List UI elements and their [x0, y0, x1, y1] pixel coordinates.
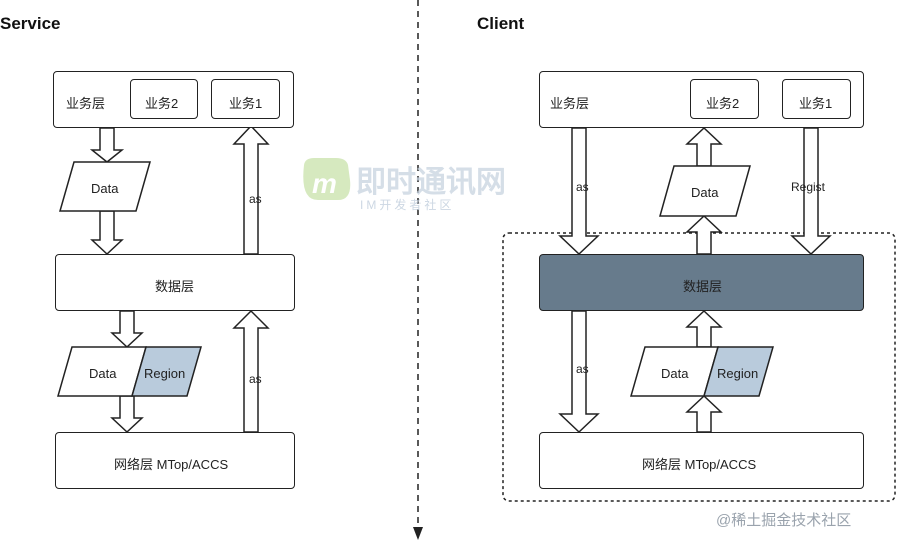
service-region-label: Region	[144, 366, 186, 381]
watermark-sub-text: IM开发者社区	[360, 198, 455, 212]
client-net-layer-label: 网络层 MTop/ACCS	[642, 457, 757, 472]
client-net-layer	[539, 432, 864, 489]
client-biz1-label: 业务1	[799, 96, 833, 111]
service-data-layer-label: 数据层	[155, 279, 195, 294]
client-arrow-datalayer-to-data	[685, 214, 723, 255]
watermark-logo-icon: m	[303, 158, 351, 200]
client-data-label: Data	[691, 185, 719, 200]
service-data2-label: Data	[89, 366, 117, 381]
service-data-layer	[55, 254, 295, 311]
service-arrow-data-to-datalayer	[90, 210, 124, 256]
client-biz2-box	[690, 79, 759, 119]
service-data-label: Data	[91, 181, 119, 196]
client-biz1-box	[782, 79, 851, 119]
client-data-layer	[539, 254, 864, 311]
client-arrow-region-to-datalayer	[685, 309, 723, 348]
service-net-layer-label: 网络层 MTop/ACCS	[114, 457, 229, 472]
client-arrow-label-regist: Regist	[791, 180, 826, 194]
service-biz2-label: 业务2	[145, 96, 179, 111]
service-biz1-label: 业务1	[229, 96, 263, 111]
client-arrow-net-to-region	[685, 394, 723, 433]
service-region-parallelogram	[131, 346, 202, 397]
footer-credit: @稀土掘金技术社区	[716, 512, 852, 529]
client-biz-layer-label: 业务层	[550, 96, 590, 111]
service-biz-layer-label: 业务层	[66, 96, 106, 111]
client-dotted-container	[502, 232, 896, 502]
client-region-label: Region	[717, 366, 759, 381]
client-region-parallelogram	[703, 346, 774, 397]
watermark-logo-text: 即时通讯网	[356, 166, 506, 199]
client-arrow-regist	[790, 127, 832, 256]
svg-text:m: m	[312, 168, 337, 199]
service-title: Service	[0, 14, 61, 33]
client-arrow-label-as1: as	[576, 180, 589, 194]
client-arrow-label-as2: as	[576, 362, 589, 376]
client-arrow-data-to-biz2	[685, 126, 723, 167]
service-arrow-region-to-net	[110, 395, 144, 434]
client-arrow-as-top	[558, 127, 600, 256]
service-biz1-box	[211, 79, 280, 119]
client-arrow-as-bottom	[558, 310, 600, 434]
client-data-parallelogram	[659, 165, 751, 217]
client-biz2-label: 业务2	[706, 96, 740, 111]
service-arrow-up-bottom	[232, 309, 270, 433]
service-arrow-label-bottom: as	[249, 372, 262, 386]
service-arrow-up-top	[232, 124, 270, 255]
service-arrow-label-top: as	[249, 192, 262, 206]
client-data2-label: Data	[661, 366, 689, 381]
service-net-layer	[55, 432, 295, 489]
service-data-parallelogram	[59, 161, 151, 212]
service-biz2-box	[130, 79, 198, 119]
divider-arrowhead	[413, 527, 423, 540]
service-arrow-biz-to-data	[89, 127, 125, 163]
client-title: Client	[477, 14, 525, 33]
service-arrow-datalayer-down	[110, 310, 144, 349]
client-data-layer-label: 数据层	[683, 279, 723, 294]
